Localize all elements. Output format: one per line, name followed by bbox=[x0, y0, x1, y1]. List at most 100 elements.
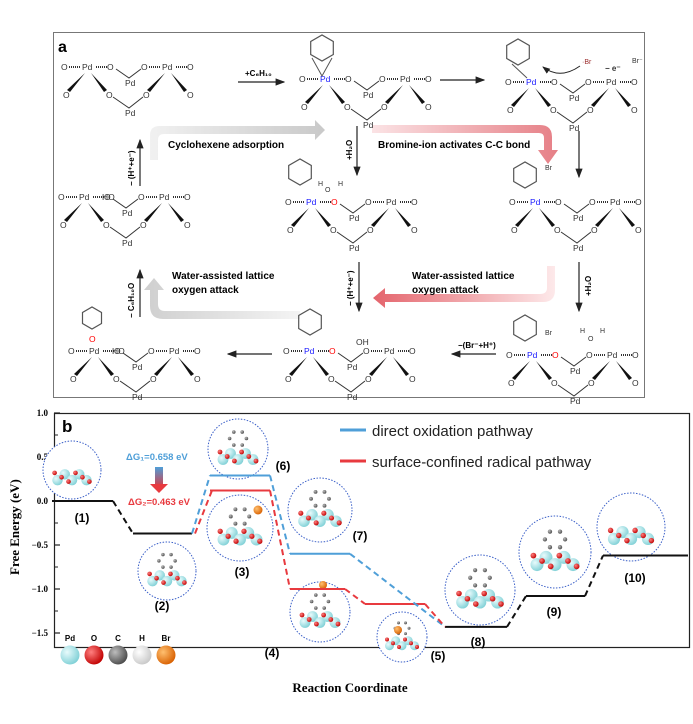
br-ion: Br⁻ bbox=[632, 58, 643, 65]
delta-g-arrow-head bbox=[150, 484, 168, 493]
inset-circle bbox=[444, 554, 516, 626]
o-atom bbox=[241, 528, 247, 534]
atom-pd: Pd bbox=[570, 366, 581, 376]
o-atom bbox=[52, 470, 57, 476]
structure-inset bbox=[596, 492, 666, 562]
connector-9-10 bbox=[584, 555, 604, 597]
o-atom bbox=[246, 454, 252, 459]
atom-o: O bbox=[555, 197, 562, 207]
minus-e-label: − e⁻ bbox=[605, 64, 621, 73]
atom-o: O bbox=[586, 350, 593, 360]
atom-pd: Pd bbox=[384, 346, 395, 356]
o-atom bbox=[607, 527, 614, 534]
atom-o: O bbox=[104, 192, 111, 202]
atom-pd: Pd bbox=[347, 392, 358, 402]
c-atom bbox=[322, 593, 327, 597]
atom-o: O bbox=[591, 225, 598, 235]
c-atom bbox=[240, 430, 244, 434]
water-o: O bbox=[325, 187, 331, 194]
c-atom bbox=[482, 568, 487, 573]
o-atom bbox=[154, 575, 159, 581]
water-h: H bbox=[318, 181, 323, 188]
y-tick-label: 0.5 bbox=[37, 452, 49, 462]
o-atom bbox=[565, 558, 571, 564]
atom-o: O bbox=[299, 74, 306, 84]
bond bbox=[353, 80, 380, 91]
wedge-bond bbox=[615, 88, 631, 107]
o-atom bbox=[321, 510, 327, 516]
o-atom bbox=[556, 552, 563, 559]
atom-pd: Pd bbox=[162, 62, 173, 72]
c-atom bbox=[313, 503, 318, 508]
o-atom bbox=[306, 617, 312, 622]
state-label: (10) bbox=[624, 571, 645, 585]
atom-legend-label: O bbox=[91, 634, 97, 643]
atom-o: O bbox=[114, 346, 121, 356]
o-atom bbox=[632, 527, 638, 534]
label-add-c6h10: +C₆H₁₀ bbox=[245, 69, 272, 78]
o-atom bbox=[456, 590, 462, 597]
atom-pd: Pd bbox=[530, 197, 541, 207]
o-atom bbox=[409, 641, 413, 646]
atom-o: O bbox=[635, 225, 642, 235]
wedge-bond bbox=[168, 203, 184, 222]
wedge-bond bbox=[385, 85, 403, 104]
legend-label-radical: surface-confined radical pathway bbox=[372, 454, 592, 471]
c-atom bbox=[169, 552, 173, 557]
atom-o: O bbox=[60, 220, 67, 230]
atom-o: O bbox=[330, 225, 337, 235]
label-minus-c6h10o: − C₆H₁₀O bbox=[127, 283, 136, 318]
connector-6-7 bbox=[269, 475, 291, 555]
bond bbox=[557, 384, 589, 397]
wedge-bond bbox=[395, 208, 411, 227]
water-h: H bbox=[600, 328, 605, 335]
wedge-bond bbox=[409, 85, 425, 104]
atom-o: O bbox=[550, 105, 557, 115]
o-atom bbox=[385, 637, 389, 642]
o-atom bbox=[624, 537, 630, 544]
c-atom bbox=[404, 621, 407, 625]
panel-b-label: b bbox=[62, 417, 72, 436]
water-assisted-right-arrow bbox=[373, 266, 555, 308]
c-atom bbox=[227, 436, 232, 441]
c-atom bbox=[233, 507, 238, 512]
atom-pd: Pd bbox=[573, 213, 584, 223]
structure-inset bbox=[518, 515, 592, 589]
o-atom bbox=[147, 571, 152, 577]
atom-o: O bbox=[588, 378, 595, 388]
bond bbox=[122, 352, 149, 363]
cyclohexyl-ring bbox=[513, 314, 537, 342]
o-atom bbox=[225, 533, 231, 539]
inset-circle bbox=[289, 581, 351, 643]
chart-frame bbox=[53, 412, 691, 649]
inset-circle bbox=[207, 418, 269, 480]
o-atom bbox=[217, 449, 223, 455]
c-atom bbox=[173, 559, 177, 563]
connector-2-6 bbox=[191, 475, 211, 534]
atom-o: O bbox=[551, 378, 558, 388]
o-atom bbox=[403, 637, 407, 642]
wedge-bond bbox=[313, 357, 329, 376]
atom-o: O bbox=[68, 346, 75, 356]
o-atom bbox=[298, 510, 304, 516]
epoxide-ring bbox=[81, 306, 103, 330]
cyclohexene-adsorption-label: Cyclohexene adsorption bbox=[168, 140, 284, 151]
atom-pd: Pd bbox=[125, 108, 136, 118]
o-atom bbox=[321, 612, 326, 618]
atom-pd: Pd bbox=[569, 93, 580, 103]
o-atom bbox=[328, 515, 335, 521]
o-atom bbox=[335, 621, 341, 627]
cyclohexene-adsorption-arrow bbox=[150, 120, 325, 160]
c-atom bbox=[473, 568, 478, 573]
connector-3-4 bbox=[269, 490, 291, 590]
atom-o: O bbox=[506, 350, 513, 360]
c-atom bbox=[161, 552, 165, 557]
wedge-bond bbox=[511, 88, 529, 107]
atom-o: O bbox=[507, 105, 514, 115]
y-tick-label: −0.5 bbox=[32, 540, 49, 550]
atom-o: O bbox=[631, 77, 638, 87]
atom-pd: Pd bbox=[159, 192, 170, 202]
o-atom bbox=[305, 515, 312, 521]
